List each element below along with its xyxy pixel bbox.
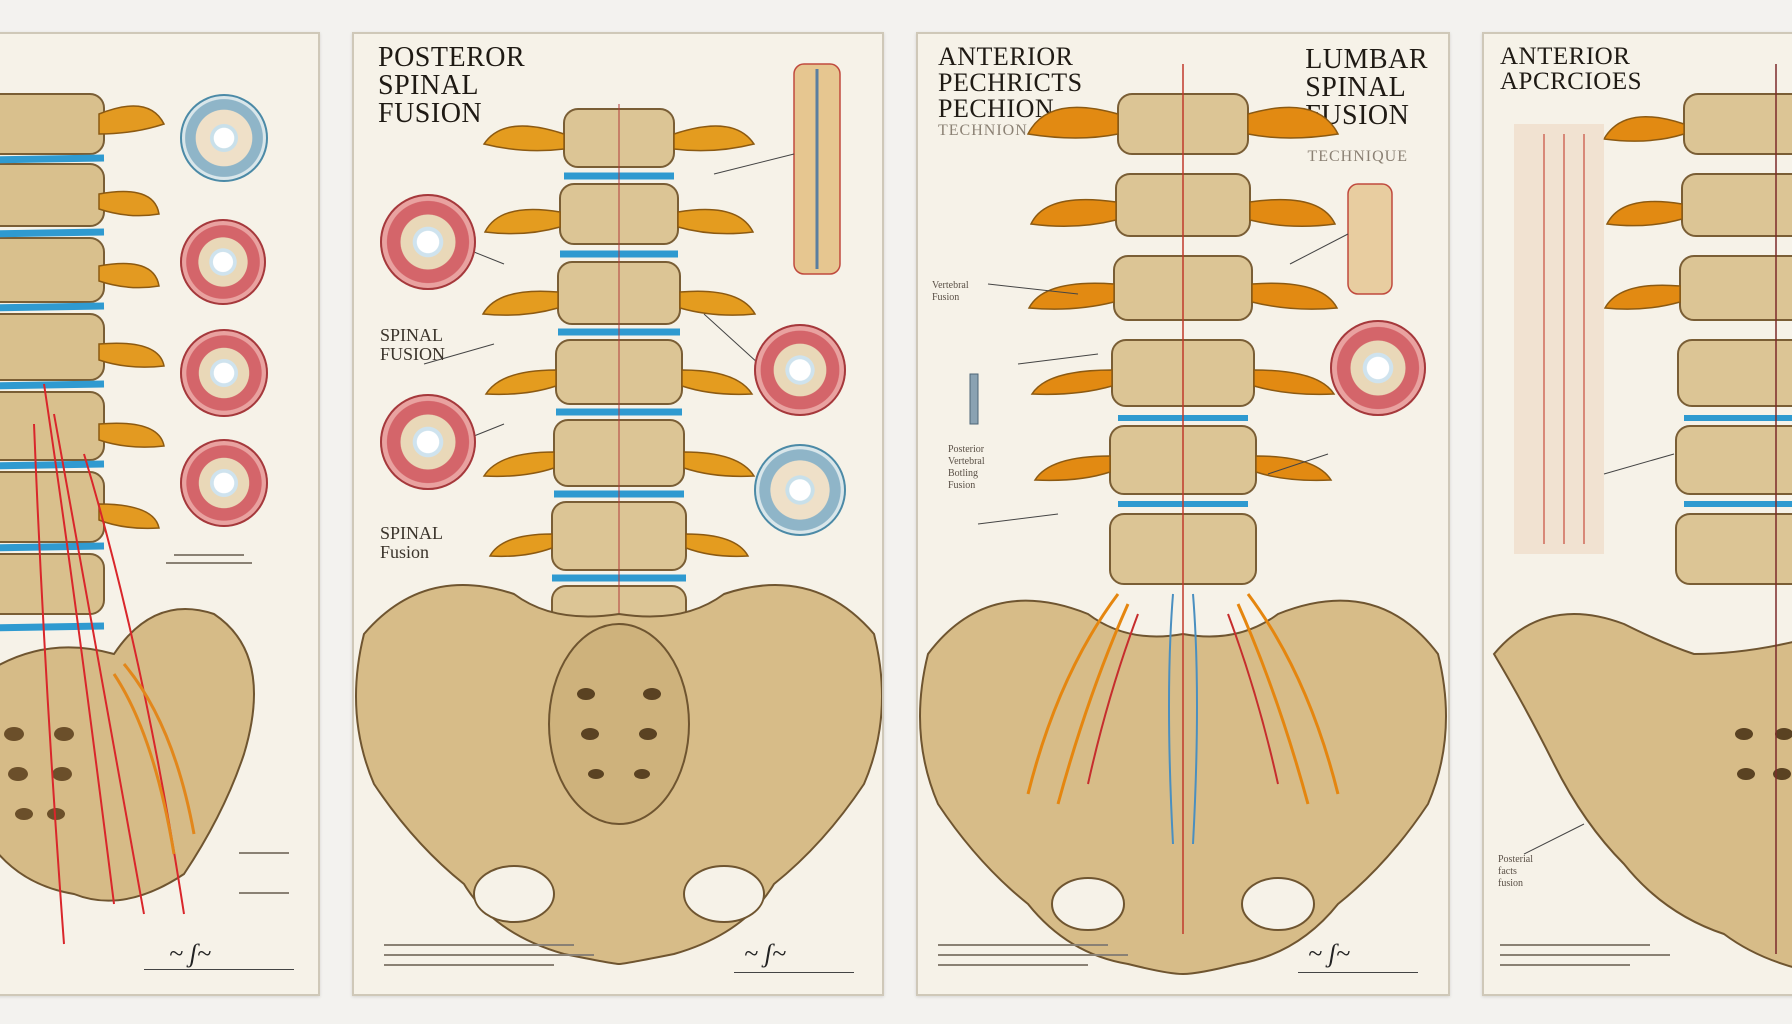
caption-scribble — [1500, 944, 1650, 946]
disc-cross-section-4 — [180, 439, 268, 527]
signature-line — [734, 972, 854, 973]
caption-scribble — [938, 944, 1108, 946]
artist-signature: ~ ʃ~ — [169, 939, 212, 968]
spine-pelvis-illustration — [355, 63, 882, 966]
artist-signature: ~ ʃ~ — [744, 939, 787, 968]
anatomy-panel-1: ~ ʃ~ — [0, 32, 320, 996]
anatomy-panel-anterior: ANTERIOR APCRCIOES — [1482, 32, 1792, 996]
signature-line — [1298, 972, 1418, 973]
caption-scribble — [384, 944, 574, 946]
caption-scribble — [239, 892, 289, 894]
label-posterior-facts-fusion: Posterial facts fusion — [1498, 854, 1533, 889]
disc-cross-section-4 — [754, 444, 846, 536]
caption-scribble — [384, 954, 594, 956]
panel-title-right: LUMBAR SPINAL FUSION — [1305, 44, 1428, 131]
spine-pelvis-illustration — [919, 64, 1447, 976]
disc-cross-section-1 — [180, 94, 268, 182]
artist-signature: ~ ʃ~ — [1308, 939, 1351, 968]
panel-title-left: ANTERIOR PECHRICTS PECHION — [938, 42, 1083, 123]
label-vertebral-fusion: Vertebral Fusion — [932, 280, 969, 303]
disc-cross-section-3 — [180, 329, 268, 417]
caption-scribble — [938, 964, 1088, 966]
panel-subtitle-left: TECHNION — [938, 122, 1028, 139]
label-spinal-fusion: SPINAL FUSION — [380, 325, 446, 364]
label-spinal-fusion-lower: SPINAL Fusion — [380, 523, 444, 562]
anatomy-panel-lumbar-fusion: ANTERIOR PECHRICTS PECHION TECHNION LUMB… — [916, 32, 1450, 996]
panel-title: POSTEROR SPINAL FUSION — [378, 42, 526, 129]
disc-cross-section-2 — [380, 394, 476, 490]
panel-title: ANTERIOR APCRCIOES — [1500, 43, 1643, 95]
caption-scribble — [174, 554, 244, 556]
disc-cross-section-3 — [754, 324, 846, 416]
spine-illustration — [0, 93, 255, 945]
caption-scribble — [384, 964, 554, 966]
caption-scribble — [239, 852, 289, 854]
disc-cross-section-1 — [380, 194, 476, 290]
anatomy-panel-posterior-fusion: POSTEROR SPINAL FUSION — [352, 32, 884, 996]
spine-pelvis-illustration — [1492, 64, 1792, 968]
disc-cross-section-2 — [180, 219, 266, 305]
caption-scribble — [938, 954, 1128, 956]
caption-scribble — [1500, 954, 1670, 956]
disc-cross-section — [1330, 320, 1426, 416]
panel-subtitle-right: TECHNIQUE — [1307, 148, 1408, 165]
caption-scribble — [166, 562, 252, 564]
caption-scribble — [1500, 964, 1630, 966]
signature-line — [144, 969, 294, 970]
label-posterior-fusion: Posterior Vertebral Botling Fusion — [948, 444, 985, 491]
